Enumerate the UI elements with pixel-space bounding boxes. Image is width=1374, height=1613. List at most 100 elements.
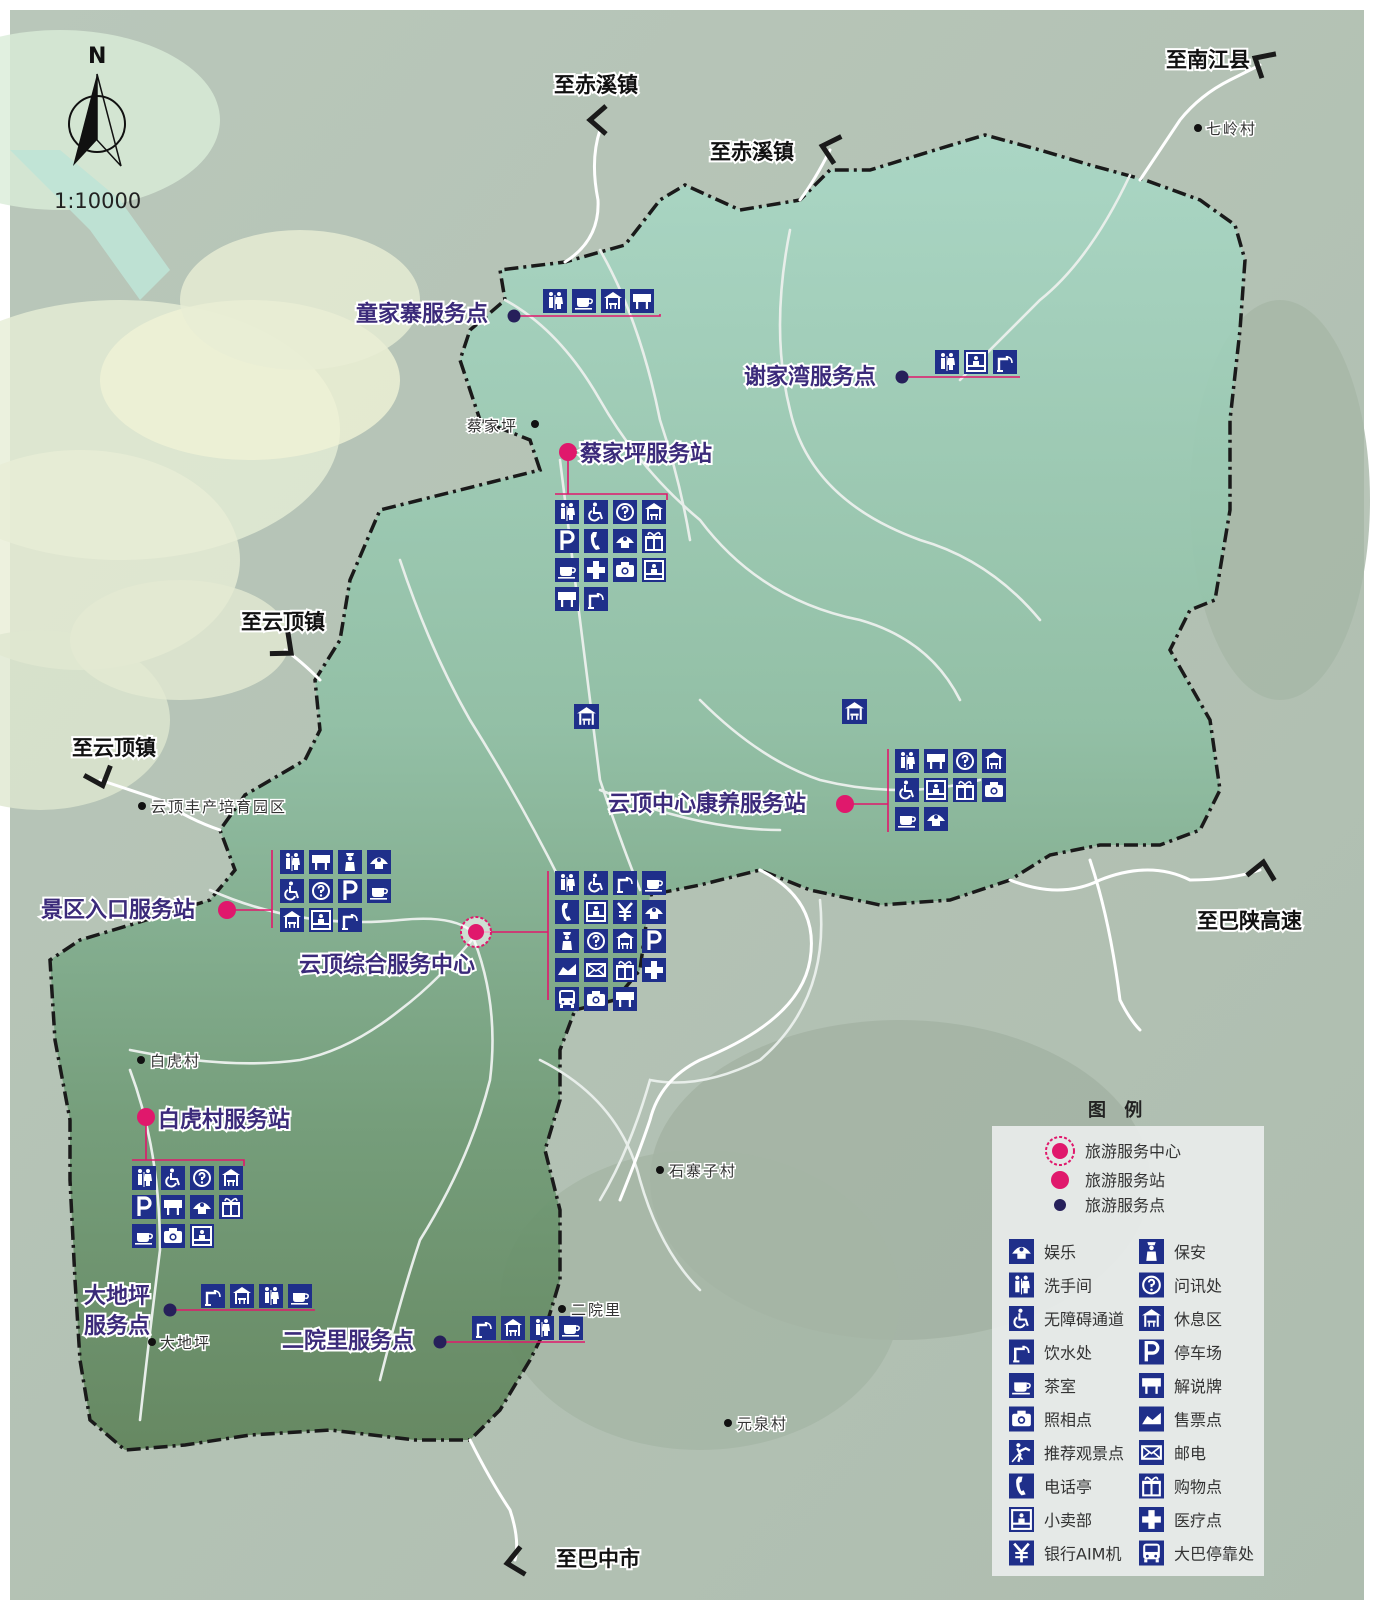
water-icon[interactable] xyxy=(993,350,1017,374)
water-icon[interactable] xyxy=(584,587,608,611)
bank-icon[interactable] xyxy=(613,900,637,924)
tea-icon[interactable] xyxy=(367,879,391,903)
rest-icon[interactable] xyxy=(613,929,637,953)
service-station-marker[interactable] xyxy=(137,1108,155,1126)
rest-icon[interactable] xyxy=(842,699,867,724)
board-icon[interactable] xyxy=(630,289,654,313)
shop-icon[interactable] xyxy=(190,1224,214,1248)
station-label-dadiping-2[interactable]: 服务点 xyxy=(82,1311,152,1341)
accessible-icon[interactable] xyxy=(895,778,919,802)
medical-icon[interactable] xyxy=(584,558,608,582)
tea-icon[interactable] xyxy=(559,1316,583,1340)
water-icon[interactable] xyxy=(472,1316,496,1340)
gift-icon[interactable] xyxy=(642,529,666,553)
camera-icon[interactable] xyxy=(584,987,608,1011)
tea-icon[interactable] xyxy=(132,1224,156,1248)
station-label-baihucun[interactable]: 白虎村服务站 xyxy=(156,1105,292,1135)
toilet-icon[interactable] xyxy=(280,850,304,874)
toilet-icon[interactable] xyxy=(530,1316,554,1340)
accessible-icon[interactable] xyxy=(280,879,304,903)
toilet-icon[interactable] xyxy=(895,749,919,773)
tea-icon[interactable] xyxy=(572,289,596,313)
rest-icon[interactable] xyxy=(642,500,666,524)
camera-icon[interactable] xyxy=(161,1224,185,1248)
entertainment-icon[interactable] xyxy=(924,807,948,831)
service-point-marker[interactable] xyxy=(163,1303,177,1317)
water-icon[interactable] xyxy=(201,1284,225,1308)
shop-icon[interactable] xyxy=(584,900,608,924)
service-point-marker[interactable] xyxy=(895,370,909,384)
tea-icon[interactable] xyxy=(642,871,666,895)
board-icon[interactable] xyxy=(924,749,948,773)
gift-icon[interactable] xyxy=(953,778,977,802)
rest-icon[interactable] xyxy=(230,1284,254,1308)
station-label-center[interactable]: 云顶综合服务中心 xyxy=(297,950,477,980)
station-label-caijiaping[interactable]: 蔡家坪服务站 xyxy=(577,439,714,469)
service-station-marker[interactable] xyxy=(218,901,236,919)
water-icon[interactable] xyxy=(613,871,637,895)
info-icon[interactable] xyxy=(953,749,977,773)
toilet-icon[interactable] xyxy=(555,500,579,524)
water-icon[interactable] xyxy=(338,908,362,932)
medical-icon[interactable] xyxy=(642,958,666,982)
accessible-icon[interactable] xyxy=(584,500,608,524)
info-icon[interactable] xyxy=(190,1166,214,1190)
rest-icon[interactable] xyxy=(601,289,625,313)
station-label-tongjiazhai[interactable]: 童家寨服务点 xyxy=(354,299,490,329)
parking-icon[interactable] xyxy=(132,1195,156,1219)
board-icon[interactable] xyxy=(613,987,637,1011)
parking-icon[interactable] xyxy=(642,929,666,953)
security-icon[interactable] xyxy=(338,850,362,874)
gift-icon[interactable] xyxy=(219,1195,243,1219)
info-icon[interactable] xyxy=(613,500,637,524)
parking-icon[interactable] xyxy=(555,529,579,553)
toilet-icon[interactable] xyxy=(132,1166,156,1190)
toilet-icon[interactable] xyxy=(555,871,579,895)
shop-icon[interactable] xyxy=(924,778,948,802)
rest-icon[interactable] xyxy=(982,749,1006,773)
rest-icon[interactable] xyxy=(574,704,599,729)
bus-icon[interactable] xyxy=(555,987,579,1011)
station-label-kangyang[interactable]: 云顶中心康养服务站 xyxy=(606,789,808,819)
board-icon[interactable] xyxy=(309,850,333,874)
station-label-entrance[interactable]: 景区入口服务站 xyxy=(39,896,197,925)
camera-icon[interactable] xyxy=(613,558,637,582)
info-icon[interactable] xyxy=(584,929,608,953)
phone-icon[interactable] xyxy=(584,529,608,553)
toilet-icon[interactable] xyxy=(543,289,567,313)
station-label-xiejiawan[interactable]: 谢家湾服务点 xyxy=(742,362,878,392)
gift-icon[interactable] xyxy=(613,958,637,982)
rest-icon[interactable] xyxy=(501,1316,525,1340)
station-label-eryuanli[interactable]: 二院里服务点 xyxy=(280,1326,416,1356)
service-station-marker[interactable] xyxy=(559,443,577,461)
accessible-icon[interactable] xyxy=(584,871,608,895)
board-icon[interactable] xyxy=(555,587,579,611)
shop-icon[interactable] xyxy=(964,350,988,374)
entertainment-icon[interactable] xyxy=(190,1195,214,1219)
service-point-marker[interactable] xyxy=(433,1335,447,1349)
toilet-icon[interactable] xyxy=(259,1284,283,1308)
tea-icon[interactable] xyxy=(288,1284,312,1308)
mail-icon[interactable] xyxy=(584,958,608,982)
tea-icon[interactable] xyxy=(555,558,579,582)
entertainment-icon[interactable] xyxy=(613,529,637,553)
rest-icon[interactable] xyxy=(219,1166,243,1190)
ticket-icon[interactable] xyxy=(555,958,579,982)
phone-icon[interactable] xyxy=(555,900,579,924)
accessible-icon[interactable] xyxy=(161,1166,185,1190)
service-point-marker[interactable] xyxy=(507,309,521,323)
rest-icon[interactable] xyxy=(280,908,304,932)
board-icon[interactable] xyxy=(161,1195,185,1219)
station-label-dadiping-1[interactable]: 大地坪 xyxy=(82,1282,152,1311)
entertainment-icon[interactable] xyxy=(642,900,666,924)
toilet-icon[interactable] xyxy=(935,350,959,374)
tea-icon[interactable] xyxy=(895,807,919,831)
shop-icon[interactable] xyxy=(642,558,666,582)
shop-icon[interactable] xyxy=(309,908,333,932)
security-icon[interactable] xyxy=(555,929,579,953)
service-station-marker[interactable] xyxy=(836,795,854,813)
camera-icon[interactable] xyxy=(982,778,1006,802)
parking-icon[interactable] xyxy=(338,879,362,903)
info-icon[interactable] xyxy=(309,879,333,903)
entertainment-icon[interactable] xyxy=(367,850,391,874)
